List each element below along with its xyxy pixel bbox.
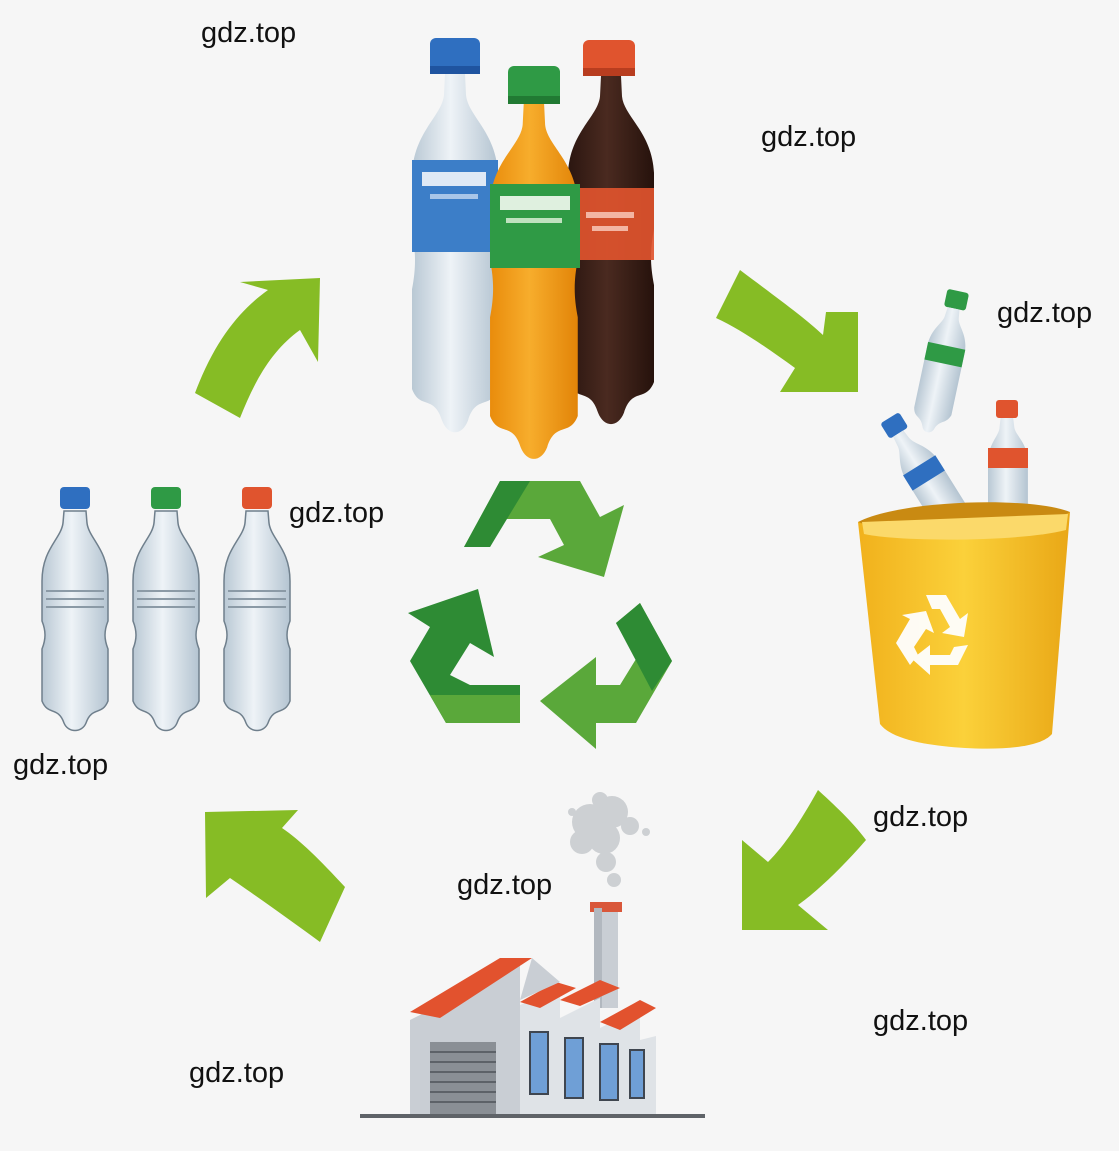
recycling-bin-icon <box>858 289 1070 749</box>
watermark-text: gdz.top <box>457 869 553 901</box>
watermark-text: gdz.top <box>873 1005 969 1037</box>
full-bottles-icon <box>412 38 654 459</box>
arrow-to-bottles-icon <box>195 278 320 418</box>
arrow-to-bin-icon <box>716 270 858 392</box>
arrow-to-empty-bottles-icon <box>205 810 345 942</box>
watermark-text: gdz.top <box>997 297 1093 329</box>
watermark-text: gdz.top <box>189 1057 285 1089</box>
watermark-text: gdz.top <box>13 749 109 781</box>
smoke-icon <box>568 792 650 887</box>
empty-bottles-icon <box>41 487 291 732</box>
cycle-arrow-icon <box>195 270 866 942</box>
watermark-text: gdz.top <box>289 497 385 529</box>
recycle-symbol-icon <box>408 481 672 749</box>
bin-recycle-symbol-icon <box>896 595 968 675</box>
watermark-text: gdz.top <box>201 17 297 49</box>
watermark-text: gdz.top <box>761 121 857 153</box>
watermark-text: gdz.top <box>873 801 969 833</box>
arrow-to-factory-icon <box>742 790 866 930</box>
factory-icon <box>360 792 705 1118</box>
